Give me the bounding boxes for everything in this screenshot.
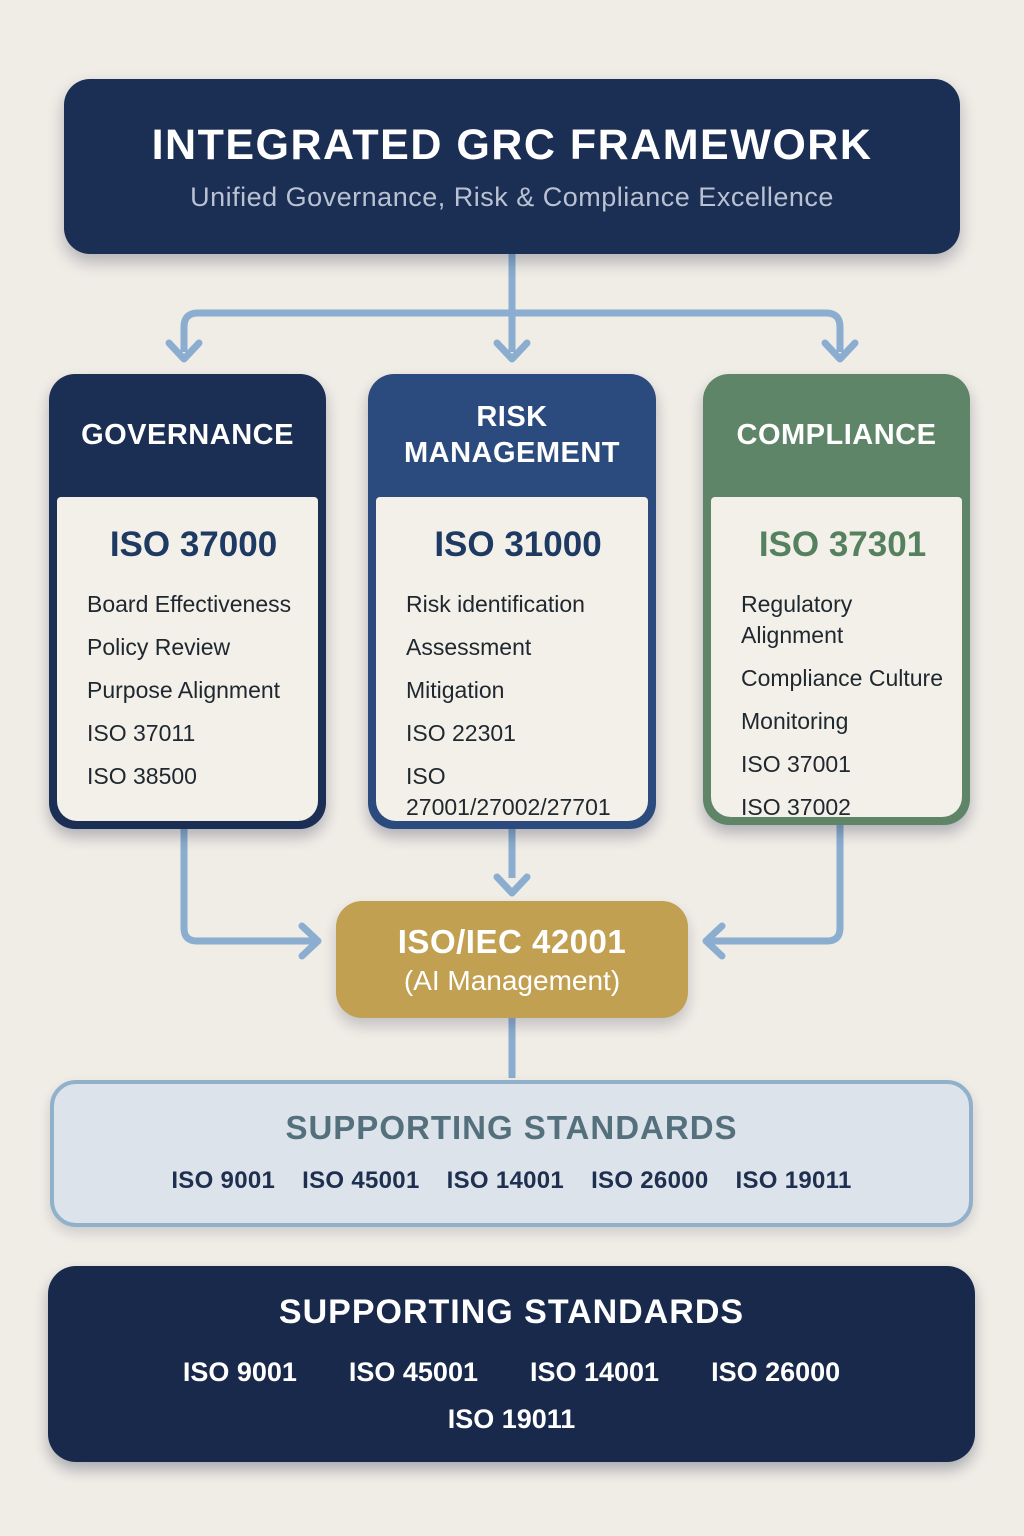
governance-card-title: GOVERNANCE bbox=[81, 418, 294, 451]
supporting-footer-row1: ISO 9001 ISO 45001 ISO 14001 ISO 26000 bbox=[183, 1357, 840, 1388]
branch-line bbox=[180, 309, 844, 352]
page-title: INTEGRATED GRC FRAMEWORK bbox=[151, 120, 873, 169]
compliance-card-title: COMPLIANCE bbox=[736, 418, 937, 451]
ai-management-title: ISO/IEC 42001 bbox=[397, 922, 627, 960]
compliance-card: COMPLIANCE ISO 37301 Regulatory Alignmen… bbox=[703, 374, 970, 825]
header-banner: INTEGRATED GRC FRAMEWORK Unified Governa… bbox=[64, 79, 960, 254]
supporting-panel-items: ISO 9001 ISO 45001 ISO 14001 ISO 26000 I… bbox=[171, 1167, 851, 1195]
list-item: Risk identification bbox=[406, 591, 585, 617]
list-item: ISO 22301 bbox=[406, 720, 516, 747]
standard-item: ISO 19011 bbox=[447, 1404, 576, 1434]
list-item: Policy Review bbox=[87, 634, 231, 661]
supporting-standards-panel: SUPPORTING STANDARDS ISO 9001 ISO 45001 … bbox=[50, 1080, 973, 1227]
standard-item: ISO 9001 bbox=[171, 1167, 276, 1194]
standard-item: ISO 45001 bbox=[348, 1357, 478, 1387]
standard-item: ISO 14001 bbox=[529, 1357, 660, 1387]
page-subtitle: Unified Governance, Risk & Compliance Ex… bbox=[190, 181, 834, 212]
supporting-panel-title: SUPPORTING STANDARDS bbox=[285, 1109, 738, 1146]
list-item: Compliance Culture bbox=[741, 665, 943, 692]
standard-item: ISO 26000 bbox=[591, 1167, 709, 1194]
governance-to-ai-line bbox=[180, 829, 315, 945]
list-item: Purpose Alignment bbox=[87, 677, 281, 704]
compliance-card-body: ISO 37301 Regulatory Alignment Complianc… bbox=[711, 497, 962, 820]
risk-management-card: RISK MANAGEMENT ISO 31000 Risk identific… bbox=[368, 374, 656, 829]
supporting-footer-row2: ISO 19011 bbox=[448, 1404, 576, 1435]
governance-card-body: ISO 37000 Board Effectiveness Policy Rev… bbox=[57, 497, 318, 821]
list-item: ISO 37001 bbox=[741, 751, 851, 778]
standard-item: ISO 26000 bbox=[711, 1357, 841, 1387]
list-item: ISO 27001/27002/27701 bbox=[406, 763, 611, 821]
ai-management-subtitle: (AI Management) bbox=[403, 964, 621, 996]
risk-management-standard: ISO 31000 bbox=[434, 525, 602, 564]
governance-card: GOVERNANCE ISO 37000 Board Effectiveness… bbox=[49, 374, 326, 829]
standard-item: ISO 9001 bbox=[182, 1357, 297, 1387]
arrowhead-down-governance bbox=[165, 339, 203, 363]
compliance-to-ai-line bbox=[709, 825, 844, 945]
list-item: ISO 37011 bbox=[87, 720, 196, 747]
standard-item: ISO 14001 bbox=[446, 1167, 565, 1194]
risk-management-card-body: ISO 31000 Risk identification Assessment… bbox=[376, 497, 648, 821]
arrowhead-down-compliance bbox=[821, 339, 859, 363]
arrowhead-left-ai bbox=[702, 922, 726, 960]
risk-management-card-title: RISK MANAGEMENT bbox=[403, 401, 621, 469]
ai-management-box: ISO/IEC 42001 (AI Management) bbox=[336, 901, 688, 1018]
list-item: Monitoring bbox=[741, 708, 849, 735]
list-item: ISO 38500 bbox=[87, 763, 197, 790]
arrowhead-right-ai bbox=[298, 922, 322, 960]
arrowhead-down-risk bbox=[493, 339, 531, 363]
compliance-standard: ISO 37301 bbox=[758, 525, 927, 564]
standard-item: ISO 45001 bbox=[302, 1167, 420, 1194]
governance-standard: ISO 37000 bbox=[109, 525, 278, 564]
list-item: Board Effectiveness bbox=[87, 591, 292, 617]
arrowhead-down-ai bbox=[493, 873, 531, 897]
supporting-standards-footer: SUPPORTING STANDARDS ISO 9001 ISO 45001 … bbox=[48, 1266, 975, 1462]
list-item: Mitigation bbox=[406, 677, 505, 704]
list-item: Regulatory Alignment bbox=[741, 591, 853, 649]
supporting-footer-title: SUPPORTING STANDARDS bbox=[278, 1293, 745, 1331]
list-item: ISO 37002 bbox=[741, 794, 851, 821]
standard-item: ISO 19011 bbox=[735, 1167, 852, 1194]
list-item: Assessment bbox=[406, 634, 532, 661]
